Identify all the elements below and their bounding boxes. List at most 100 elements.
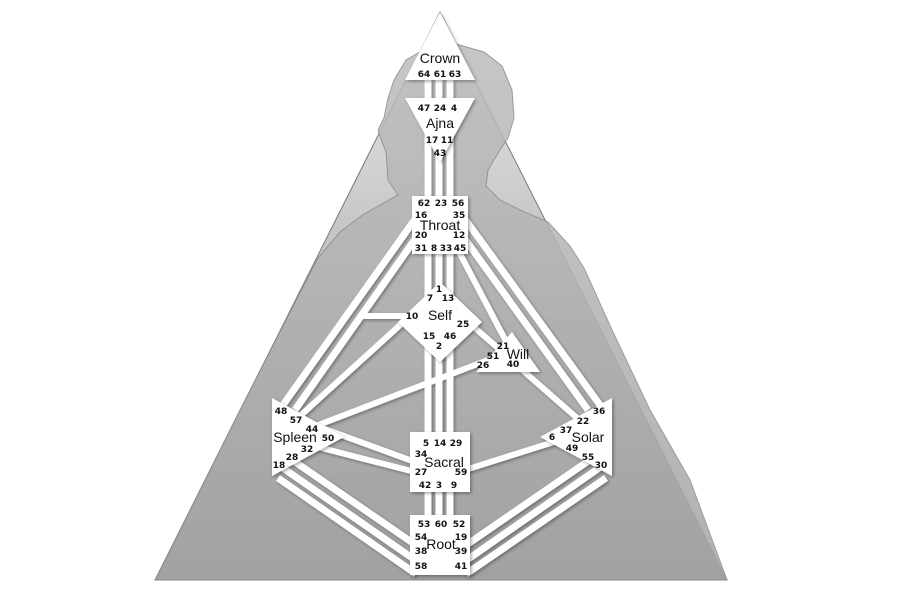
center-name-solar: Solar (572, 429, 605, 445)
gate-label: 34 (415, 450, 428, 460)
gate-label: 24 (434, 104, 447, 114)
gate-label: 38 (415, 547, 428, 557)
gate-label: 1 (436, 285, 442, 295)
gate-label: 49 (566, 444, 579, 454)
channel (459, 212, 603, 408)
gate-label: 56 (452, 199, 465, 209)
gate-label: 39 (455, 547, 468, 557)
center-crown[interactable] (405, 12, 475, 80)
center-name-ajna: Ajna (426, 115, 454, 131)
gate-label: 3 (436, 481, 442, 491)
center-name-will: Will (507, 346, 530, 362)
gate-label: 27 (415, 468, 428, 478)
gate-label: 9 (451, 481, 457, 491)
gate-label: 19 (455, 533, 468, 543)
center-name-self: Self (428, 307, 452, 323)
gate-label: 22 (577, 417, 590, 427)
gate-label: 50 (322, 434, 335, 444)
channel (276, 475, 418, 577)
gate-label: 51 (487, 352, 500, 362)
center-throat[interactable] (412, 196, 468, 254)
gate-label: 37 (560, 426, 573, 436)
gate-label: 43 (434, 149, 447, 159)
gate-label: 58 (415, 562, 428, 572)
gate-label: 47 (418, 104, 431, 114)
gate-label: 45 (454, 244, 467, 254)
gate-label: 16 (415, 211, 428, 221)
gate-label: 6 (549, 433, 555, 443)
channel (459, 232, 591, 413)
gate-label: 23 (435, 199, 448, 209)
gate-label: 20 (415, 231, 428, 241)
channel (460, 452, 599, 551)
gate-label: 36 (593, 407, 606, 417)
channel (462, 463, 604, 565)
gate-label: 60 (435, 520, 448, 530)
gate-label: 28 (286, 453, 299, 463)
channel (283, 452, 422, 551)
gate-label: 11 (441, 136, 454, 146)
gate-label: 55 (582, 453, 595, 463)
gate-label: 8 (431, 244, 437, 254)
center-name-root: Root (426, 536, 456, 552)
gate-label: 41 (455, 562, 468, 572)
gate-label: 32 (301, 445, 314, 455)
gate-label: 46 (444, 332, 457, 342)
gate-label: 48 (275, 407, 288, 417)
channel (292, 232, 421, 413)
center-root[interactable] (410, 515, 470, 575)
gate-label: 53 (418, 520, 431, 530)
gate-label: 40 (507, 360, 520, 370)
center-ajna[interactable] (405, 98, 475, 162)
gate-label: 15 (423, 332, 436, 342)
gate-labels: 64 61 63 47 24 4 17 11 43 62 23 56 16 35… (273, 70, 608, 572)
gate-label: 5 (423, 439, 429, 449)
gate-label: 31 (415, 244, 428, 254)
gate-label: 52 (453, 520, 466, 530)
gate-label: 4 (451, 104, 457, 114)
gate-label: 7 (427, 294, 433, 304)
gate-label: 44 (306, 425, 319, 435)
channel (280, 212, 421, 408)
gate-label: 59 (455, 468, 468, 478)
gate-label: 30 (595, 461, 608, 471)
gate-label: 26 (477, 361, 490, 371)
gate-label: 21 (497, 342, 510, 352)
centers (272, 12, 612, 575)
gate-label: 13 (442, 294, 455, 304)
gate-label: 42 (419, 481, 432, 491)
center-labels: Crown Ajna Throat Self Will Spleen Solar… (273, 50, 604, 552)
gate-label: 14 (434, 439, 447, 449)
center-name-throat: Throat (420, 217, 461, 233)
gate-label: 33 (440, 244, 453, 254)
gate-label: 2 (436, 342, 442, 352)
gate-label: 54 (415, 533, 428, 543)
gate-label: 17 (426, 136, 439, 146)
gate-label: 63 (449, 70, 462, 80)
gate-label: 18 (273, 461, 286, 471)
center-self[interactable] (398, 282, 482, 362)
channel (309, 442, 416, 475)
channel (464, 475, 608, 577)
center-will[interactable] (476, 332, 540, 372)
channel (278, 463, 420, 565)
channel (455, 248, 511, 347)
channel (298, 357, 490, 435)
gate-label: 12 (453, 231, 466, 241)
gate-label: 62 (418, 199, 431, 209)
center-name-sacral: Sacral (424, 454, 464, 470)
gate-label: 57 (290, 416, 303, 426)
gate-label: 35 (453, 211, 466, 221)
gate-label: 29 (450, 439, 463, 449)
gate-label: 64 (418, 70, 431, 80)
gate-label: 61 (434, 70, 447, 80)
channel (297, 313, 413, 419)
center-name-crown: Crown (420, 50, 460, 66)
gate-label: 10 (406, 312, 419, 322)
center-name-spleen: Spleen (273, 429, 317, 445)
gate-label: 25 (457, 320, 470, 330)
center-solar[interactable] (540, 398, 612, 476)
center-sacral[interactable] (410, 432, 470, 492)
center-spleen[interactable] (272, 398, 344, 476)
